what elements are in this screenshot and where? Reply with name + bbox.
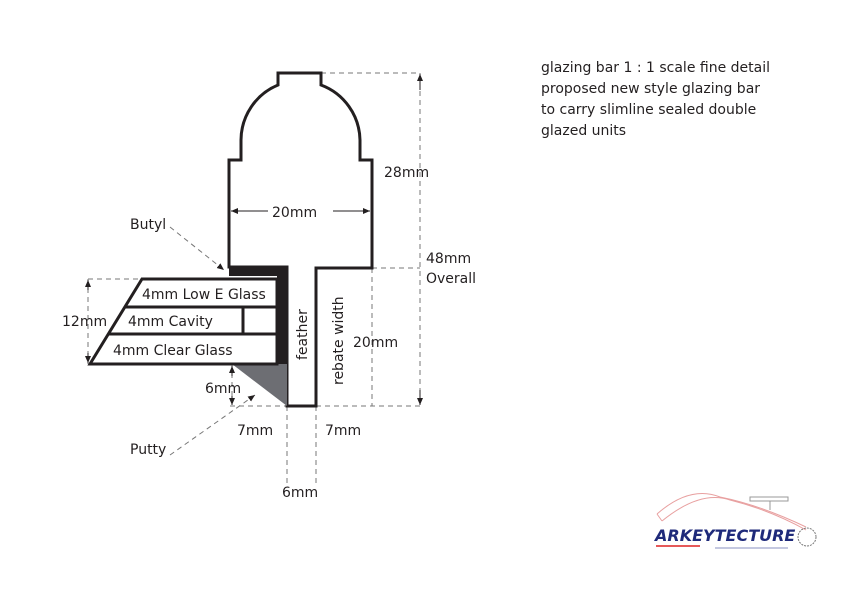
putty-label: Putty (130, 442, 166, 458)
right-7mm-label: 7mm (325, 423, 361, 439)
rebate-width-label: rebate width (331, 296, 347, 385)
logo-graphic (656, 493, 817, 549)
putty-fillet (232, 364, 287, 406)
note-line: to carry slimline sealed double (541, 102, 757, 118)
low-e-glass-label: 4mm Low E Glass (142, 287, 266, 303)
height-top-label: 28mm (384, 165, 429, 181)
width-bar-label: 20mm (272, 205, 317, 221)
note-line: proposed new style glazing bar (541, 81, 761, 97)
clear-glass-label: 4mm Clear Glass (113, 343, 233, 359)
feather-width-label: 6mm (282, 485, 318, 501)
note-line: glazed units (541, 123, 627, 139)
drawing-note: glazing bar 1 : 1 scale fine detail propo… (541, 58, 770, 142)
note-line: glazing bar 1 : 1 scale fine detail (541, 60, 770, 76)
putty-height-label: 6mm (205, 381, 241, 397)
cavity-label: 4mm Cavity (128, 314, 213, 330)
dimension-lines (87, 72, 421, 485)
glass-height-label: 12mm (62, 314, 107, 330)
dimension-arrows (85, 74, 423, 405)
overall-label: Overall (426, 271, 476, 287)
rebate-height-label: 20mm (353, 335, 398, 351)
butyl-seal (229, 267, 287, 364)
glazing-bar-profile (227, 71, 374, 408)
glass-unit (87, 277, 279, 366)
overall-value-label: 48mm (426, 251, 471, 267)
left-7mm-label: 7mm (237, 423, 273, 439)
arkeytecture-logo: ARKEYTECTURE (655, 526, 796, 545)
feather-label: feather (295, 309, 311, 360)
butyl-label: Butyl (130, 217, 166, 233)
